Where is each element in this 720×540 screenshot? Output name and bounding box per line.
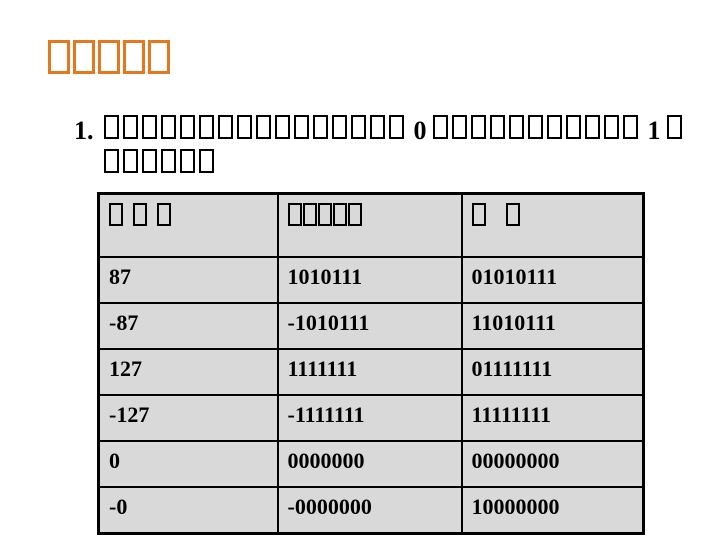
table-cell: 11010111 xyxy=(460,302,645,350)
digit-zero: 0 xyxy=(413,116,427,145)
missing-glyph xyxy=(666,115,682,139)
missing-glyph xyxy=(48,40,70,74)
missing-glyph xyxy=(505,203,520,226)
table-cell: 10000000 xyxy=(460,486,645,535)
missing-glyph xyxy=(332,203,347,226)
missing-glyph xyxy=(133,203,147,226)
table-cell: 0 xyxy=(97,440,279,488)
missing-glyph xyxy=(293,115,309,139)
missing-glyph xyxy=(157,203,171,226)
missing-glyph xyxy=(331,115,347,139)
table-cell: 127 xyxy=(97,348,279,396)
missing-glyph xyxy=(73,40,95,74)
missing-glyph xyxy=(148,40,170,74)
missing-glyph xyxy=(274,115,290,139)
missing-glyph xyxy=(179,149,195,173)
table-cell: 1111111 xyxy=(276,348,463,396)
table-cell: -0000000 xyxy=(276,486,463,535)
header-missing-glyph-run xyxy=(287,203,363,231)
missing-glyph xyxy=(179,115,195,139)
missing-glyph xyxy=(122,149,138,173)
missing-glyph xyxy=(302,203,317,226)
missing-glyph xyxy=(546,115,562,139)
table-header-cell xyxy=(97,192,279,258)
missing-glyph-run xyxy=(432,115,642,145)
missing-glyph xyxy=(603,115,619,139)
table-cell: 11111111 xyxy=(460,394,645,442)
missing-glyph xyxy=(103,149,119,173)
missing-glyph xyxy=(470,115,486,139)
missing-glyph xyxy=(141,115,157,139)
table-cell: -1111111 xyxy=(276,394,463,442)
header-missing-glyph-run xyxy=(109,203,181,231)
missing-glyph xyxy=(255,115,271,139)
table-cell: 87 xyxy=(97,256,279,304)
missing-glyph xyxy=(312,115,328,139)
slide-title xyxy=(48,40,173,79)
missing-glyph xyxy=(369,115,385,139)
header-missing-glyph-run xyxy=(471,203,540,231)
table-header-cell xyxy=(276,192,463,258)
missing-glyph xyxy=(622,115,638,139)
table-cell: 01111111 xyxy=(460,348,645,396)
table-cell: 0000000 xyxy=(276,440,463,488)
missing-glyph xyxy=(388,115,404,139)
missing-glyph xyxy=(432,115,448,139)
missing-glyph xyxy=(317,203,332,226)
missing-glyph xyxy=(198,115,214,139)
table-cell: -1010111 xyxy=(276,302,463,350)
table-cell: -0 xyxy=(97,486,279,535)
digit-one: 1 xyxy=(647,116,661,145)
table-cell: 1010111 xyxy=(276,256,463,304)
missing-glyph xyxy=(217,115,233,139)
missing-glyph xyxy=(141,149,157,173)
list-item-number: 1. xyxy=(74,116,94,145)
title-missing-glyph-run xyxy=(48,40,173,78)
missing-glyph xyxy=(489,115,505,139)
missing-glyph xyxy=(236,115,252,139)
missing-glyph-run xyxy=(103,149,218,179)
missing-glyph xyxy=(347,203,362,226)
list-line-2 xyxy=(103,148,686,182)
missing-glyph xyxy=(103,115,119,139)
table-cell: -127 xyxy=(97,394,279,442)
missing-glyph xyxy=(160,149,176,173)
table-header-cell xyxy=(460,192,645,258)
missing-glyph xyxy=(123,40,145,74)
missing-glyph xyxy=(471,203,486,226)
missing-glyph-run xyxy=(103,115,408,145)
table-cell: 01010111 xyxy=(460,256,645,304)
table-cell: 00000000 xyxy=(460,440,645,488)
table-header-row xyxy=(97,192,645,258)
missing-glyph xyxy=(198,149,214,173)
table-cell: -87 xyxy=(97,302,279,350)
missing-glyph xyxy=(584,115,600,139)
missing-glyph xyxy=(565,115,581,139)
missing-glyph xyxy=(122,115,138,139)
missing-glyph xyxy=(527,115,543,139)
missing-glyph xyxy=(451,115,467,139)
missing-glyph xyxy=(98,40,120,74)
missing-glyph xyxy=(287,203,302,226)
missing-glyph-run xyxy=(666,115,686,145)
missing-glyph xyxy=(160,115,176,139)
missing-glyph xyxy=(109,203,123,226)
missing-glyph xyxy=(508,115,524,139)
missing-glyph xyxy=(350,115,366,139)
